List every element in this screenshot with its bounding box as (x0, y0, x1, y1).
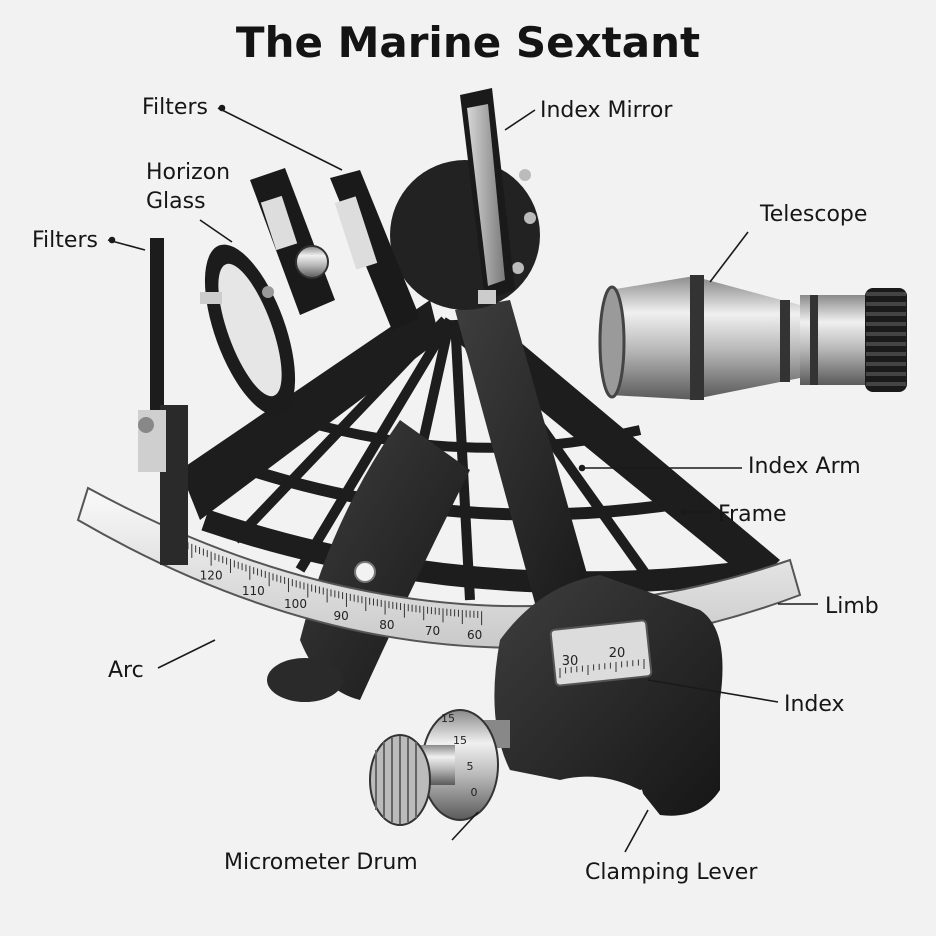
drum-number: 15 (453, 734, 467, 747)
arc-scale-number: 60 (467, 628, 482, 642)
label-filters-left: Filters (32, 228, 98, 253)
index-arm (455, 300, 600, 640)
telescope (598, 275, 907, 400)
label-clamping-lever: Clamping Lever (585, 860, 758, 885)
label-horizon-glass: Horizon Glass (146, 160, 231, 214)
horizon-glass-assembly (200, 168, 420, 416)
label-arc: Arc (108, 658, 144, 683)
drum-number: 0 (471, 786, 478, 799)
vernier-scale-numbers: 30 20 (562, 646, 626, 669)
drum-number: 5 (467, 760, 474, 773)
label-limb: Limb (825, 594, 879, 619)
index-vernier-block (494, 575, 723, 824)
label-index-arm: Index Arm (748, 454, 861, 479)
arc-scale-number: 100 (284, 597, 307, 611)
vernier-number: 30 (562, 654, 579, 669)
label-telescope: Telescope (760, 202, 868, 227)
arc-scale-numbers: 120 110 100 90 80 70 60 (200, 569, 483, 642)
frame (180, 300, 780, 702)
label-filters-top: Filters (142, 95, 208, 120)
drum-number: 15 (441, 712, 455, 725)
side-filters (138, 238, 188, 565)
arc-scale-number: 110 (242, 584, 265, 598)
arc-scale-number: 90 (334, 609, 349, 623)
vernier-number: 20 (609, 646, 626, 661)
arc-scale-number: 70 (425, 624, 440, 638)
label-index-mirror: Index Mirror (540, 98, 673, 123)
arc-scale-number: 120 (200, 569, 223, 583)
label-frame: Frame (718, 502, 787, 527)
label-index: Index (784, 692, 845, 717)
label-micrometer-drum: Micrometer Drum (224, 850, 418, 875)
leader-lines (107, 104, 818, 853)
arc-scale-number: 80 (379, 618, 394, 632)
diagram-title: The Marine Sextant (235, 18, 701, 67)
index-mirror-assembly (390, 88, 540, 310)
